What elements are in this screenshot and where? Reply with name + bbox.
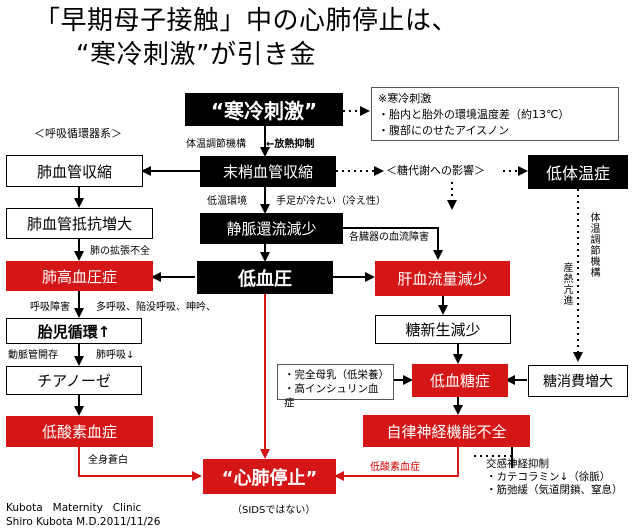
credit-clinic: Kubota Maternity Clinic (6, 502, 142, 514)
note-symp-line-2: ・カテコラミン↓（徐脈） (486, 471, 611, 483)
node-cold-stimulus: “寒冷刺激” (185, 93, 343, 126)
node-liver-blood-flow: 肝血流量減少 (375, 261, 510, 296)
label-hypoxemia-red: 低酸素血症 (370, 462, 420, 473)
label-ductus: 動脈管開存 (8, 350, 58, 361)
label-low-env: 低温環境 (207, 196, 247, 207)
label-organ-flow: 各臓器の血流障害 (349, 232, 429, 243)
note-symp-line-3: ・筋弛緩（気道閉鎖、窒息） (486, 484, 623, 496)
note-hypoglycemia-causes: ・完全母乳（低栄養） ・高インシュリン血症 (277, 364, 394, 409)
node-hypoxemia: 低酸素血症 (6, 416, 153, 447)
label-release-inhibit: ←放熱抑制 (266, 139, 315, 150)
node-glucose-consumption: 糖消費増大 (528, 365, 628, 397)
node-hypotension: 低血圧 (197, 261, 333, 294)
note-sympathetic: 交感神経抑制 ・カテコラミン↓（徐脈） ・筋弛緩（気道閉鎖、窒息） (486, 458, 623, 497)
node-cyanosis: チアノーゼ (6, 366, 142, 395)
node-hypoglycemia: 低血糖症 (412, 364, 508, 397)
credit-author: Shiro Kubota M.D.2011/11/26 (6, 516, 161, 528)
node-cardiopulmonary-arrest: “心肺停止” (203, 459, 336, 494)
node-autonomic-dysfunction: 自律神経機能不全 (363, 415, 530, 447)
note-cold-line-3: ・腹部にのせたアイスノン (378, 124, 510, 137)
note-cold-line-2: ・胎内と胎外の環境温度差（約13℃） (378, 108, 570, 121)
note-cold-line-1: ※寒冷刺激 (378, 92, 432, 105)
node-pulmonary-hypertension: 肺高血圧症 (6, 261, 153, 291)
vertical-label-heat: 産熱亢進 (561, 262, 572, 306)
node-pulmonary-vasoconstriction: 肺血管収縮 (6, 155, 143, 187)
label-sids: （SIDSではない） (232, 505, 316, 516)
label-breathing: 多呼吸、陥没呼吸、呻吟、 (96, 302, 216, 313)
label-pulm-breath: 肺呼吸↓ (96, 350, 135, 361)
label-sugar-effect: ＜糖代謝への影響＞ (386, 164, 485, 177)
node-pulmonary-resistance: 肺血管抵抗増大 (6, 208, 153, 239)
node-hypothermia: 低体温症 (528, 155, 628, 189)
label-pulm-dilate: 肺の拡張不全 (90, 246, 150, 257)
node-peripheral-vasoconstriction: 末梢血管収縮 (200, 156, 336, 187)
node-venous-return: 静脈還流減少 (200, 213, 343, 244)
node-fetal-circulation: 胎児循環↑ (6, 318, 142, 344)
note-symp-line-1: 交感神経抑制 (486, 458, 549, 470)
label-cold-hands: 手足が冷たい（冷え性） (276, 196, 386, 207)
label-resp-distress: 呼吸障害 (30, 302, 70, 313)
title-line-1: 「早期母子接触」中の心肺停止は、 (34, 6, 459, 36)
vertical-label-thermo: 体温調節機構 (588, 212, 599, 278)
note-hypo-line-2: ・高インシュリン血症 (284, 383, 379, 409)
note-cold-causes: ※寒冷刺激 ・胎内と胎外の環境温度差（約13℃） ・腹部にのせたアイスノン (371, 87, 619, 141)
section-label: ＜呼吸循環器系＞ (34, 127, 122, 140)
note-hypo-line-1: ・完全母乳（低栄養） (284, 369, 389, 381)
label-thermo: 体温調節機構 (186, 139, 246, 150)
title-line-2: “寒冷刺激”が引き金 (76, 40, 316, 70)
label-whole-pale: 全身蒼白 (88, 455, 128, 466)
node-gluconeogenesis: 糖新生減少 (375, 315, 511, 344)
